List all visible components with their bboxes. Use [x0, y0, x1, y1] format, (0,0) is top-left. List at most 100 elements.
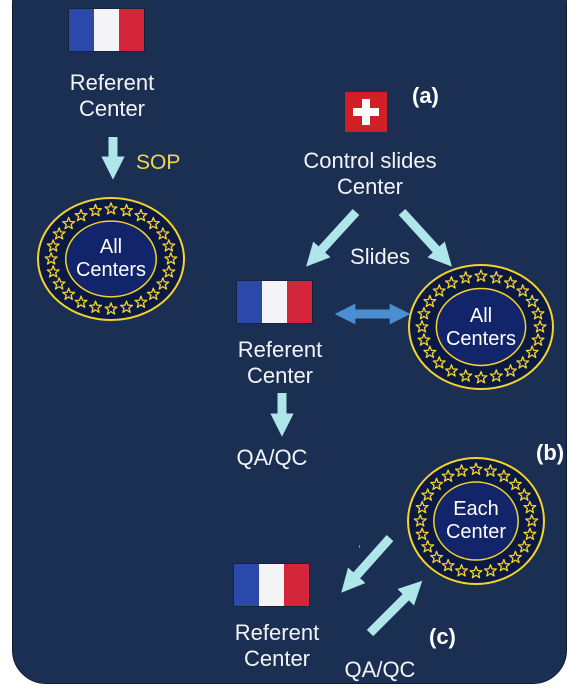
eu-star-icon	[516, 284, 530, 297]
eu-star-icon	[46, 239, 60, 252]
eu-inner-disc	[433, 481, 519, 561]
a-referent-line2: Center	[246, 363, 314, 388]
eu-star-icon	[503, 364, 518, 377]
eu-star-icon	[430, 477, 444, 491]
eu-star-icon	[74, 208, 88, 222]
left-referent-line2: Center	[78, 96, 146, 121]
a-qaqc-label: QA/QC	[236, 445, 308, 470]
control-line1: Control slides	[303, 148, 437, 173]
a-referent-label: Referent Center	[220, 337, 340, 389]
a-all-centers-label: All Centers	[446, 305, 516, 351]
eu-star-icon	[52, 277, 66, 290]
eu-star-icon	[483, 564, 497, 577]
left-referent-line1: Referent	[69, 70, 155, 95]
eu-star-icon	[44, 252, 58, 265]
eu-circle-each-center	[407, 457, 545, 585]
left-all-line1: All	[99, 236, 123, 258]
eu-star-icon	[517, 539, 531, 553]
eu-star-icon	[523, 500, 537, 514]
eu-star-icon	[483, 464, 497, 477]
eu-star-icon	[415, 320, 429, 333]
eu-star-icon	[421, 488, 435, 501]
arrows-layer	[101, 137, 452, 637]
eu-star-icon	[432, 284, 446, 297]
eu-star-icon	[162, 265, 176, 278]
eu-star-icon	[146, 287, 160, 301]
eu-star-icon	[533, 320, 547, 333]
eu-star-icon	[156, 277, 170, 290]
eu-star-icon	[455, 464, 469, 477]
eu-star-icon	[444, 276, 459, 289]
eu-star-icon	[46, 265, 60, 278]
eu-star-icon	[441, 558, 455, 572]
eu-circle-all-centers-left	[37, 197, 185, 321]
eu-star-icon	[455, 564, 469, 577]
eu-star-icon	[459, 369, 473, 382]
eu-star-icon	[523, 527, 537, 541]
eu-star-icon	[469, 565, 483, 579]
eu-star-icon	[423, 294, 437, 308]
eu-inner-disc	[435, 287, 527, 367]
eu-star-icon	[415, 527, 429, 541]
eu-star-icon	[423, 345, 437, 359]
eu-star-icon	[164, 252, 178, 265]
speck-mark	[359, 545, 360, 548]
eu-star-icon	[52, 227, 66, 240]
eu-star-icon	[88, 300, 103, 313]
left-referent-label: Referent Center	[52, 70, 172, 122]
slides-label: Slides	[350, 244, 410, 269]
eu-star-icon	[415, 500, 429, 514]
eu-star-icon	[474, 370, 488, 384]
c-referent-label: Referent Center	[217, 620, 337, 672]
eu-star-icon	[119, 203, 134, 217]
eu-star-icon	[134, 295, 148, 308]
b-each-center-label: Each Center	[446, 498, 506, 544]
eu-star-icon	[146, 216, 160, 230]
slides-arrow-to-all-centers	[398, 208, 452, 267]
eu-star-icon	[444, 364, 459, 377]
tag-a: (a)	[412, 83, 439, 108]
eu-star-icon	[413, 514, 427, 527]
arrow-center-to-referent	[341, 535, 394, 593]
eu-star-icon	[489, 271, 503, 284]
eu-star-icon	[104, 202, 118, 215]
tag-b: (b)	[536, 440, 565, 465]
eu-star-icon	[421, 539, 435, 553]
eu-star-icon	[531, 306, 545, 320]
eu-star-icon	[516, 356, 530, 369]
eu-star-icon	[432, 356, 446, 369]
eu-star-icon	[531, 333, 545, 346]
slides-arrow-to-referent	[306, 208, 360, 267]
eu-star-icon	[62, 287, 76, 301]
sop-label: SOP	[136, 151, 181, 174]
eu-star-icon	[156, 227, 170, 240]
france-flag-icon	[237, 281, 312, 323]
arrow-qaqc-to-center	[366, 580, 423, 637]
eu-star-icon	[525, 294, 539, 308]
eu-star-icon	[417, 306, 431, 320]
b-each-line2: Center	[445, 521, 507, 543]
swiss-flag-icon	[345, 92, 387, 132]
eu-star-icon	[489, 369, 503, 382]
eu-star-icon	[503, 276, 518, 289]
control-line2: Center	[336, 174, 404, 199]
eu-star-icon	[104, 302, 118, 315]
eu-star-icon	[417, 333, 431, 346]
left-all-centers-label: All Centers	[76, 236, 146, 282]
eu-star-icon	[474, 269, 488, 282]
eu-star-icon	[508, 477, 522, 491]
c-qaqc-label: QA/QC	[344, 657, 416, 682]
control-slides-center-label: Control slides Center	[282, 148, 458, 200]
a-all-line1: All	[469, 305, 493, 327]
eu-star-icon	[62, 216, 76, 230]
a-referent-line1: Referent	[237, 337, 323, 362]
eu-star-icon	[441, 469, 455, 482]
eu-star-icon	[430, 550, 444, 564]
france-flag-icon	[69, 9, 144, 51]
eu-inner-disc	[64, 220, 158, 298]
c-referent-line1: Referent	[234, 620, 320, 645]
eu-star-icon	[162, 239, 176, 252]
figure-frame: Referent Center SOP All Centers (a)	[12, 0, 567, 690]
tag-c: (c)	[429, 624, 456, 649]
eu-star-icon	[497, 469, 511, 482]
